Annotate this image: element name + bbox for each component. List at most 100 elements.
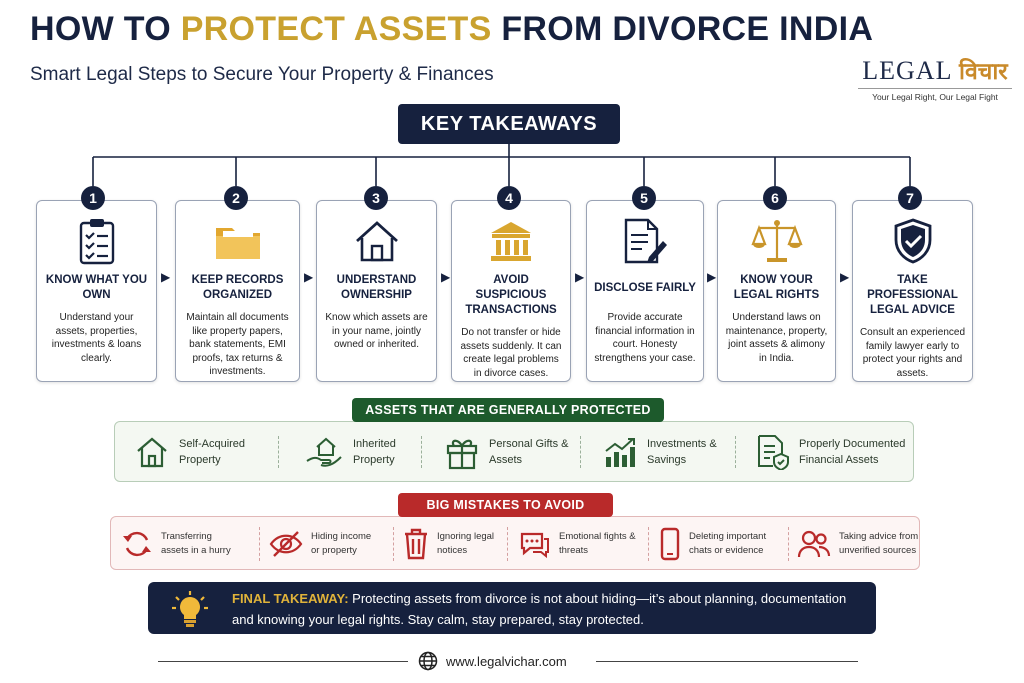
arrow-right-icon: ▶ [707, 270, 717, 284]
brand-logo: LEGAL विचार Your Legal Right, Our Legal … [850, 54, 1020, 102]
step-title: KEEP RECORDS ORGANIZED [191, 274, 284, 301]
shield-check-icon [859, 215, 966, 267]
step-card-1: KNOW WHAT YOU OWN Understand your assets… [36, 200, 157, 382]
users-icon [797, 530, 831, 558]
divider [735, 436, 736, 468]
mistake-label: Deleting important chats or evidence [689, 531, 767, 556]
protected-item-label: Personal Gifts & Assets [489, 438, 569, 466]
house-icon [323, 215, 430, 267]
mistake-item: Hiding income or property [269, 524, 381, 564]
arrow-right-icon: ▶ [161, 270, 171, 284]
final-takeaway-banner: FINAL TAKEAWAY: Protecting assets from d… [148, 582, 876, 634]
title-part-2: FROM DIVORCE INDIA [501, 10, 874, 48]
mistake-item: Transferring assets in a hurry [121, 524, 241, 564]
mistake-label: Transferring assets in a hurry [161, 531, 231, 556]
growth-chart-icon [605, 438, 635, 467]
mistakes-heading: BIG MISTAKES TO AVOID [398, 493, 613, 517]
step-number-badge: 6 [763, 186, 787, 210]
protected-item: Personal Gifts & Assets [445, 430, 569, 474]
protected-item: Self-Acquired Property [135, 430, 259, 474]
divider [421, 436, 422, 468]
divider [278, 436, 279, 468]
arrow-right-icon: ▶ [304, 270, 314, 284]
step-number-badge: 7 [898, 186, 922, 210]
divider [648, 527, 649, 561]
mistake-item: Emotional fights & threats [519, 524, 641, 564]
verified-document-icon [758, 435, 789, 470]
clipboard-checklist-icon [43, 215, 150, 267]
step-card-4: AVOID SUSPICIOUS TRANSACTIONS Do not tra… [451, 200, 571, 382]
arrow-right-icon: ▶ [575, 270, 585, 284]
takeaways-connector [92, 144, 911, 186]
globe-icon [418, 651, 438, 671]
divider [580, 436, 581, 468]
step-number-badge: 2 [224, 186, 248, 210]
step-card-7: TAKE PROFESSIONAL LEGAL ADVICE Consult a… [852, 200, 973, 382]
phone-icon [660, 527, 680, 561]
step-description: Do not transfer or hide assets suddenly.… [460, 327, 562, 379]
mistake-label: Hiding income or property [311, 531, 372, 556]
eye-off-icon [269, 531, 303, 557]
step-description: Consult an experienced family lawyer ear… [859, 327, 966, 379]
protected-item: Properly Documented Financial Assets [755, 430, 919, 474]
step-number-badge: 3 [364, 186, 388, 210]
house-icon [137, 437, 167, 468]
protected-assets-heading: ASSETS THAT ARE GENERALLY PROTECTED [352, 398, 664, 422]
logo-tagline: Your Legal Right, Our Legal Fight [858, 88, 1012, 102]
step-title: UNDERSTAND OWNERSHIP [336, 274, 417, 301]
protected-item-label: Inherited Property [353, 438, 396, 466]
trash-icon [405, 528, 427, 560]
step-card-3: UNDERSTAND OWNERSHIP Know which assets a… [316, 200, 437, 382]
scales-icon [724, 215, 829, 267]
folder-icon [182, 215, 293, 267]
step-title: AVOID SUSPICIOUS TRANSACTIONS [465, 274, 557, 316]
step-description: Know which assets are in your name, join… [325, 312, 428, 350]
step-card-2: KEEP RECORDS ORGANIZED Maintain all docu… [175, 200, 300, 382]
logo-text: LEGAL [862, 56, 952, 85]
protected-item: Inherited Property [305, 430, 413, 474]
page-subtitle: Smart Legal Steps to Secure Your Propert… [30, 64, 494, 85]
final-takeaway-body: Protecting assets from divorce is not ab… [232, 591, 847, 627]
final-takeaway-text: FINAL TAKEAWAY: Protecting assets from d… [232, 588, 862, 630]
divider [507, 527, 508, 561]
page-title: HOW TO PROTECT ASSETS FROM DIVORCE INDIA [30, 10, 873, 49]
footer-url-link[interactable]: www.legalvichar.com [446, 653, 567, 669]
gift-icon [446, 439, 478, 470]
chat-bubbles-icon [520, 532, 549, 559]
mistake-label: Taking advice from unverified sources [839, 531, 919, 556]
protected-item-label: Investments & Savings [647, 438, 717, 466]
step-title: KNOW YOUR LEGAL RIGHTS [733, 274, 820, 301]
divider [393, 527, 394, 561]
mistake-label: Ignoring legal notices [437, 531, 495, 556]
protected-item-label: Self-Acquired Property [179, 438, 246, 466]
step-title: KNOW WHAT YOU OWN [45, 274, 148, 301]
protected-item: Investments & Savings [603, 430, 727, 474]
footer-rule-left [158, 661, 408, 662]
step-title: DISCLOSE FAIRLY [594, 281, 696, 294]
step-description: Understand laws on maintenance, property… [725, 312, 828, 364]
mistakes-panel: Transferring assets in a hurry Hiding in… [110, 516, 920, 570]
refresh-arrows-icon [123, 531, 151, 557]
bank-icon [458, 215, 564, 267]
step-description: Maintain all documents like property pap… [186, 312, 289, 377]
step-card-6: KNOW YOUR LEGAL RIGHTS Understand laws o… [717, 200, 836, 382]
logo-text-hindi: विचार [959, 59, 1008, 85]
step-title: TAKE PROFESSIONAL LEGAL ADVICE [867, 274, 958, 316]
divider [259, 527, 260, 561]
step-number-badge: 1 [81, 186, 105, 210]
step-number-badge: 4 [497, 186, 521, 210]
title-highlight: PROTECT ASSETS [180, 10, 492, 48]
footer: www.legalvichar.com [418, 651, 567, 671]
final-takeaway-label: FINAL TAKEAWAY: [232, 591, 349, 606]
step-card-5: DISCLOSE FAIRLY Provide accurate financi… [586, 200, 704, 382]
arrow-right-icon: ▶ [840, 270, 850, 284]
arrow-right-icon: ▶ [441, 270, 451, 284]
title-part-1: HOW TO [30, 10, 171, 48]
lightbulb-icon [172, 591, 208, 632]
document-pen-icon [593, 215, 697, 267]
step-description: Provide accurate financial information i… [594, 312, 696, 364]
mistake-item: Deleting important chats or evidence [659, 524, 779, 564]
mistake-item: Ignoring legal notices [403, 524, 501, 564]
hand-house-icon [306, 437, 342, 467]
protected-item-label: Properly Documented Financial Assets [799, 438, 906, 466]
